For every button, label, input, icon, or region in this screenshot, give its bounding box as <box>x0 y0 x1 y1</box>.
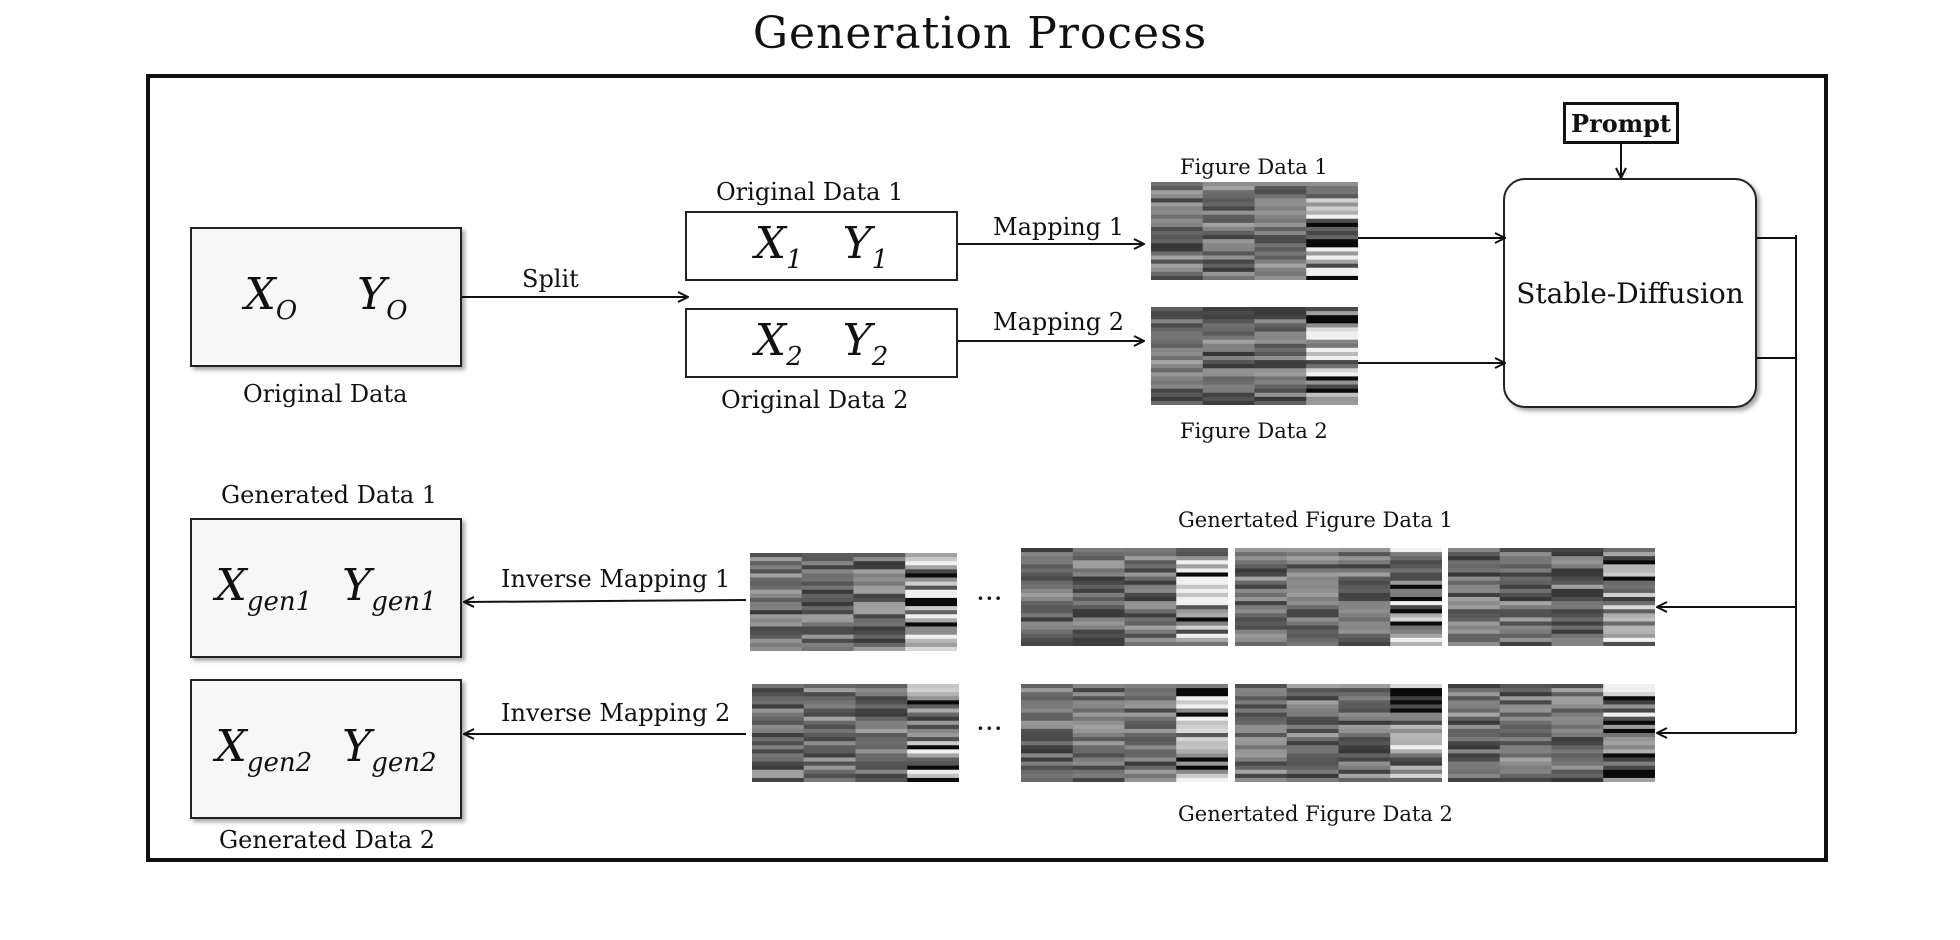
original-data-box: XO YO <box>190 227 462 367</box>
generated-figure-data-1-label: Genertated Figure Data 1 <box>1178 508 1453 532</box>
mapping-2-label: Mapping 2 <box>993 308 1125 336</box>
diagram-frame <box>146 74 1828 862</box>
original-data-1-label: Original Data 1 <box>716 178 904 206</box>
ellipsis-2: ··· <box>976 712 1003 745</box>
split-label: Split <box>522 265 579 293</box>
generated-figure-2-heatmap-d <box>1448 684 1655 782</box>
generated-data-2-label: Generated Data 2 <box>219 826 436 854</box>
figure-data-2-label: Figure Data 2 <box>1180 419 1328 443</box>
x0-symbol: XO <box>244 268 298 326</box>
generated-data-2-box: Xgen2 Ygen2 <box>190 679 462 819</box>
ygen1-symbol: Ygen1 <box>342 559 437 617</box>
original-data-label: Original Data <box>243 380 408 408</box>
original-data-2-label: Original Data 2 <box>721 386 909 414</box>
generated-figure-data-2-label: Genertated Figure Data 2 <box>1178 802 1453 826</box>
inverse-mapping-1-label: Inverse Mapping 1 <box>501 565 731 593</box>
figure-data-2-heatmap <box>1151 307 1358 405</box>
generated-data-1-label: Generated Data 1 <box>221 481 438 509</box>
generated-figure-1-heatmap-c <box>1235 548 1442 646</box>
x2-symbol: X2 <box>754 314 803 372</box>
y1-symbol: Y1 <box>842 217 889 275</box>
mapping-1-label: Mapping 1 <box>993 213 1125 241</box>
generated-figure-2-heatmap-b <box>1021 684 1228 782</box>
x1-symbol: X1 <box>754 217 803 275</box>
ygen2-symbol: Ygen2 <box>342 720 437 778</box>
generated-figure-2-heatmap-c <box>1235 684 1442 782</box>
prompt-box: Prompt <box>1563 102 1679 144</box>
y2-symbol: Y2 <box>842 314 889 372</box>
inverse-mapping-1-arrow <box>464 600 747 602</box>
generated-figure-1-heatmap-b <box>1021 548 1228 646</box>
original-data-1-box: X1 Y1 <box>685 211 958 281</box>
diagram-title: Generation Process <box>752 8 1208 59</box>
original-data-2-box: X2 Y2 <box>685 308 958 378</box>
stable-diffusion-box: Stable-Diffusion <box>1503 178 1757 408</box>
generated-figure-1-heatmap-a <box>750 553 957 651</box>
inverse-mapping-2-label: Inverse Mapping 2 <box>501 699 731 727</box>
figure-data-1-heatmap <box>1151 182 1358 280</box>
figure-data-1-label: Figure Data 1 <box>1180 155 1328 179</box>
xgen2-symbol: Xgen2 <box>215 720 313 778</box>
xgen1-symbol: Xgen1 <box>215 559 313 617</box>
generated-figure-2-heatmap-a <box>752 684 959 782</box>
ellipsis-1: ··· <box>976 582 1003 615</box>
y0-symbol: YO <box>357 268 408 326</box>
generated-data-1-box: Xgen1 Ygen1 <box>190 518 462 658</box>
generated-figure-1-heatmap-d <box>1448 548 1655 646</box>
